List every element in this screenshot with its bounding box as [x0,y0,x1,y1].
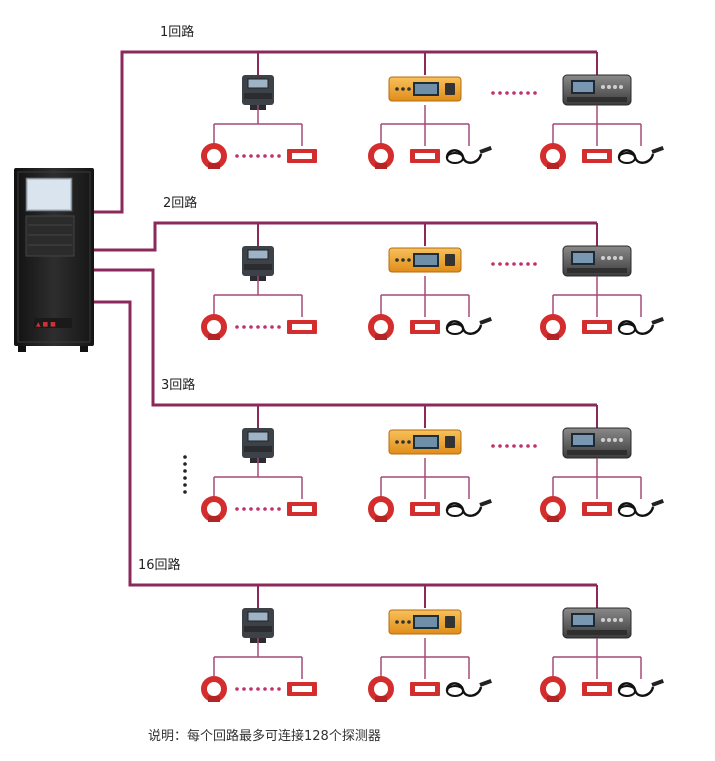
temperature-probe-icon [445,317,492,335]
ring-ct-icon [368,496,394,522]
rectangular-ct-icon [582,682,612,696]
din-rail-detector-icon [242,428,274,463]
bus-wiring [94,50,597,587]
dotted-ellipsis-icon [491,262,537,266]
temperature-probe-icon [445,499,492,517]
rectangular-ct-icon [410,502,440,516]
orange-detector-icon [388,247,462,273]
dotted-ellipsis-icon [491,91,537,95]
rectangular-ct-icon [287,149,317,163]
din-rail-detector-icon [242,75,274,110]
rectangular-ct-icon [287,502,317,516]
ring-ct-icon [201,143,227,169]
din-rail-detector-icon [242,608,274,643]
temperature-probe-icon [445,146,492,164]
rectangular-ct-icon [582,502,612,516]
loop-label: 1回路 [160,24,194,40]
grey-detector-icon [562,245,632,277]
loop-group: 3回路 [161,377,664,522]
loop-group: 16回路 [138,557,664,702]
bus-line [94,268,597,407]
rectangular-ct-icon [287,682,317,696]
ring-ct-icon [368,676,394,702]
ring-ct-icon [368,314,394,340]
ring-ct-icon [540,143,566,169]
dotted-ellipsis-icon [235,325,281,329]
rectangular-ct-icon [410,682,440,696]
dotted-ellipsis-icon [235,507,281,511]
dotted-ellipsis-icon [235,154,281,158]
dotted-ellipsis-icon [491,444,537,448]
loop-group: 2回路 [163,195,664,340]
footnote: 说明：每个回路最多可连接128个探测器 [148,729,381,744]
ring-ct-icon [540,676,566,702]
orange-detector-icon [388,429,462,455]
loop-group: 1回路 [160,24,664,169]
ring-ct-icon [201,496,227,522]
ring-ct-icon [201,314,227,340]
loop-label: 2回路 [163,195,197,211]
temperature-probe-icon [617,679,664,697]
temperature-probe-icon [445,679,492,697]
grey-detector-icon [562,607,632,639]
loop-label: 3回路 [161,377,195,393]
temperature-probe-icon [617,499,664,517]
ring-ct-icon [201,676,227,702]
rectangular-ct-icon [582,320,612,334]
bus-line [94,300,597,587]
orange-detector-icon [388,609,462,635]
ring-ct-icon [368,143,394,169]
temperature-probe-icon [617,146,664,164]
bus-line [94,221,597,252]
dotted-ellipsis-icon [235,687,281,691]
temperature-probe-icon [617,317,664,335]
din-rail-detector-icon [242,246,274,281]
grey-detector-icon [562,427,632,459]
bus-line [94,50,597,214]
vertical-ellipsis-icon [183,455,187,494]
ring-ct-icon [540,314,566,340]
rectangular-ct-icon [287,320,317,334]
orange-detector-icon [388,76,462,102]
grey-detector-icon [562,74,632,106]
monitoring-cabinet: ▲ ■ ■ [14,168,94,352]
loop-label: 16回路 [138,557,181,573]
ring-ct-icon [540,496,566,522]
rectangular-ct-icon [410,320,440,334]
rectangular-ct-icon [582,149,612,163]
svg-text:▲ ■ ■: ▲ ■ ■ [36,321,56,328]
rectangular-ct-icon [410,149,440,163]
